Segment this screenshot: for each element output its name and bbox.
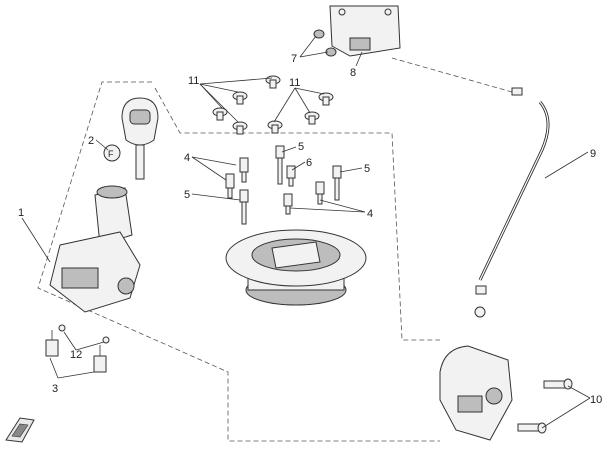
- seat-lock: [439, 345, 513, 441]
- washer-12-right: [102, 336, 110, 344]
- screw-11-f: [267, 120, 283, 134]
- fuel-cap-flange: [225, 229, 367, 306]
- svg-text:F: F: [108, 149, 114, 159]
- callout-10: 10: [590, 394, 602, 406]
- leader-lines: [21, 35, 591, 429]
- bolt-5-a: [239, 189, 249, 225]
- callout-5-left: 5: [184, 189, 190, 201]
- ignition-switch: [49, 185, 141, 313]
- washer-12-left: [58, 324, 66, 332]
- dashed-link-cable: [391, 57, 513, 93]
- callout-11-left: 11: [188, 75, 199, 87]
- bolt-3-left: [45, 330, 59, 357]
- bolt-4-c: [283, 193, 293, 215]
- dashed-outline-left: [37, 81, 440, 442]
- callout-1: 1: [18, 207, 24, 219]
- screw-11-d: [232, 121, 248, 135]
- callout-4-left: 4: [184, 152, 190, 164]
- screw-11-c: [212, 107, 228, 121]
- callout-2: 2: [88, 135, 94, 147]
- bolt-4-d: [315, 181, 325, 205]
- screw-11-e: [318, 92, 334, 106]
- bolt-4-a: [239, 157, 249, 183]
- callout-6: 6: [306, 157, 312, 169]
- screw-11-a: [232, 91, 248, 105]
- screw-10-a: [543, 378, 573, 390]
- callout-9: 9: [590, 148, 596, 160]
- screw-7-a: [313, 29, 325, 39]
- ignition-key: F: [103, 97, 159, 180]
- callout-4-right: 4: [367, 208, 373, 220]
- callout-8: 8: [350, 67, 356, 79]
- callout-11-right: 11: [289, 77, 300, 89]
- orientation-arrow-icon: [5, 417, 35, 443]
- bracket-8: [329, 5, 401, 57]
- dashed-outline-top: [154, 87, 440, 341]
- bolt-6: [286, 165, 296, 187]
- bolt-5-c: [332, 165, 342, 201]
- screw-11-g: [304, 111, 320, 125]
- callout-5-mid: 5: [298, 141, 304, 153]
- release-cable-9: [474, 87, 550, 318]
- screw-11-b: [265, 75, 281, 89]
- callout-5-right: 5: [364, 163, 370, 175]
- bolt-4-b: [225, 173, 235, 199]
- callout-3: 3: [52, 383, 58, 395]
- screw-10-b: [517, 422, 547, 434]
- bolt-5-b: [275, 145, 285, 185]
- callout-12: 12: [70, 349, 82, 361]
- callout-7: 7: [291, 53, 297, 65]
- bolt-3-right: [93, 345, 107, 373]
